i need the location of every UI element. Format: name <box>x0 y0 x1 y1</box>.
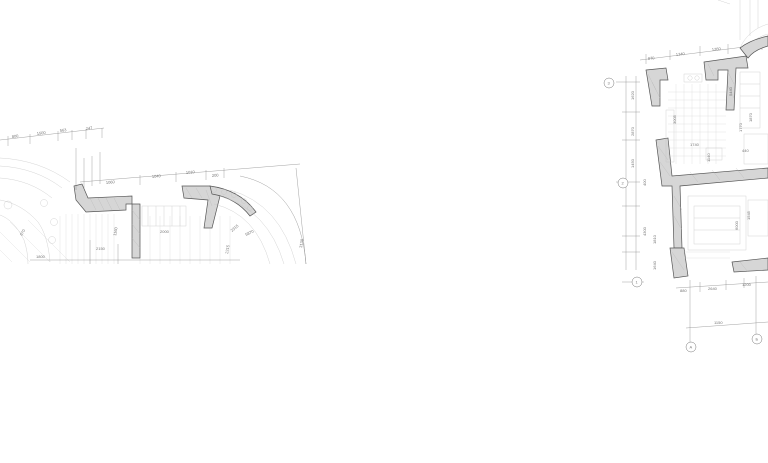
dimension-label: 200 <box>212 172 220 178</box>
dimension-label: 1200 <box>742 282 752 287</box>
left-floor-plan: 800 1500 563 247 1040 1010 200 1060 1160… <box>0 125 307 265</box>
dimension-label: 1260 <box>712 46 722 52</box>
dimension-label: 440 <box>742 148 749 153</box>
dimension-label: 1500 <box>36 130 46 136</box>
dimension-label: 1740 <box>690 142 700 147</box>
dimension-label: 1010 <box>186 169 196 175</box>
axis-label: Б <box>756 337 759 342</box>
dimension-label: 1160 <box>112 226 119 236</box>
dimension-label: 1040 <box>152 173 162 179</box>
axis-label: 2 <box>622 181 625 186</box>
dimension-label: 563 <box>59 127 67 133</box>
axis-marker-3: 3 <box>603 77 615 89</box>
dimension-label: 670 <box>19 228 27 237</box>
dimension-label: 2315 <box>229 223 240 233</box>
dimension-label: 247 <box>85 125 93 131</box>
dimension-label: 2215 <box>224 244 231 254</box>
axis-label: 3 <box>608 81 611 86</box>
dimension-label: 3130 <box>298 238 305 248</box>
dimension-label: 3005 <box>672 114 677 124</box>
axis-label: 1 <box>636 280 639 285</box>
dimension-label: 1620 <box>630 90 635 100</box>
dimension-label: 4300 <box>642 226 647 236</box>
axis-marker-1: 1 <box>631 276 643 288</box>
dimension-label: 880 <box>680 288 687 293</box>
dimension-label: 1640 <box>652 260 657 270</box>
dimension-label: 2640 <box>708 286 718 291</box>
dimension-label: 1340 <box>676 51 686 57</box>
dimension-label: 5870 <box>244 228 255 237</box>
dimension-label: 5440 <box>728 86 733 96</box>
dimension-label: 2150 <box>96 246 106 251</box>
dimension-label: 870 <box>648 55 656 61</box>
axis-marker-2: 2 <box>617 177 629 189</box>
dimension-label: 800 <box>11 133 19 139</box>
dimension-label: 2870 <box>630 126 635 136</box>
dimension-label: 1770 <box>738 122 743 132</box>
dimension-label: 400 <box>642 179 647 186</box>
dimension-label: 2000 <box>160 229 170 234</box>
dimension-label: 1800 <box>36 254 46 259</box>
axis-label: A <box>690 345 693 350</box>
dimension-label: 1150 <box>714 320 723 325</box>
dimension-label: 1810 <box>652 234 657 244</box>
axis-marker-a: A <box>685 341 697 353</box>
dimension-label: 1060 <box>106 179 116 185</box>
dimension-label: 1870 <box>748 112 753 122</box>
dimension-label: 1450 <box>630 158 635 168</box>
right-floor-plan: 3 2 1 A Б 1340 1260 870 2870 1450 1770 4… <box>603 0 768 353</box>
dimension-label: 1545 <box>746 210 751 220</box>
dimension-label: 1140 <box>706 153 711 162</box>
axis-marker-b: Б <box>751 333 763 345</box>
dimension-label: 6000 <box>734 220 739 230</box>
